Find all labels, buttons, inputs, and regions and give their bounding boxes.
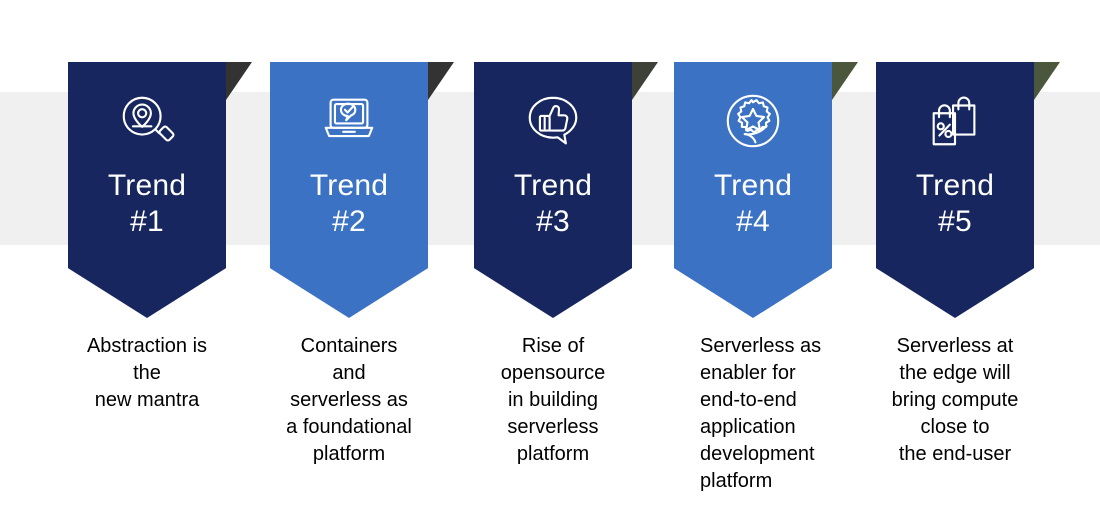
caption-line: platform <box>700 470 773 492</box>
caption-line: Serverless at <box>896 335 1014 357</box>
trend-banner-4[interactable]: Trend#4 <box>674 62 858 318</box>
trend-title: Trend <box>513 169 593 202</box>
banner-body: Trend#5 <box>876 62 1034 318</box>
shopping-bags-percent-icon <box>924 90 986 152</box>
banner-body: Trend#4 <box>674 62 832 318</box>
trend-caption-2: Containers and serverless as a foundational… <box>259 333 439 468</box>
trend-title: Trend <box>713 169 793 202</box>
caption-line: bring compute <box>891 389 1019 411</box>
trend-banner-5[interactable]: Trend#5 <box>876 62 1060 318</box>
laptop-chat-check-icon <box>318 90 380 152</box>
caption-line: in building <box>507 389 599 411</box>
thumbs-up-bubble-icon <box>522 90 584 152</box>
caption-line: end-to-end <box>700 389 797 411</box>
banner-body: Trend#1 <box>68 62 226 318</box>
caption-line: enabler for <box>700 362 796 384</box>
trend-number: #3 <box>536 205 570 238</box>
banner-body: Trend#3 <box>474 62 632 318</box>
caption-line: serverless as <box>290 389 408 411</box>
star-badge-rosette-icon <box>722 90 784 152</box>
trend-number: #5 <box>938 205 972 238</box>
trend-title: Trend <box>107 169 187 202</box>
trend-caption-5: Serverless at the edge will bring compute c… <box>865 333 1045 468</box>
trend-label: Trend#4 <box>714 168 792 240</box>
trend-caption-3: Rise of opensource in building serverless pl… <box>463 333 643 468</box>
caption-line: close to <box>920 416 990 438</box>
banner-fold-corner <box>226 62 252 100</box>
trend-caption-1: Abstraction is the new mantra <box>57 333 237 414</box>
trend-banner-3[interactable]: Trend#3 <box>474 62 658 318</box>
trend-label: Trend#5 <box>916 168 994 240</box>
trend-banner-1[interactable]: Trend#1 <box>68 62 252 318</box>
caption-line: Serverless as <box>700 335 822 357</box>
banner-body: Trend#2 <box>270 62 428 318</box>
caption-line: the end-user <box>898 443 1012 465</box>
trend-caption-4: Serverless as enabler for end-to-end applic… <box>700 333 870 495</box>
trend-label: Trend#2 <box>310 168 388 240</box>
trend-number: #1 <box>130 205 164 238</box>
banner-fold-corner <box>1034 62 1060 100</box>
caption-line: Containers <box>300 335 398 357</box>
caption-line: the <box>133 362 161 384</box>
caption-line: Abstraction is <box>86 335 208 357</box>
caption-line: opensource <box>500 362 606 384</box>
trend-number: #4 <box>736 205 770 238</box>
caption-line: and <box>332 362 366 384</box>
trend-label: Trend#1 <box>108 168 186 240</box>
banner-fold-corner <box>832 62 858 100</box>
trend-title: Trend <box>309 169 389 202</box>
banner-fold-corner <box>632 62 658 100</box>
caption-line: the edge will <box>899 362 1011 384</box>
caption-line: application <box>700 416 796 438</box>
trend-title: Trend <box>915 169 995 202</box>
banner-fold-corner <box>428 62 454 100</box>
trend-banner-2[interactable]: Trend#2 <box>270 62 454 318</box>
magnifier-location-pin-icon <box>116 90 178 152</box>
trend-label: Trend#3 <box>514 168 592 240</box>
trend-number: #2 <box>332 205 366 238</box>
caption-line: platform <box>516 443 590 465</box>
caption-line: Rise of <box>521 335 585 357</box>
caption-line: a foundational <box>286 416 412 438</box>
caption-line: serverless <box>507 416 599 438</box>
caption-line: new mantra <box>94 389 200 411</box>
caption-line: platform <box>312 443 386 465</box>
caption-line: development <box>700 443 815 465</box>
